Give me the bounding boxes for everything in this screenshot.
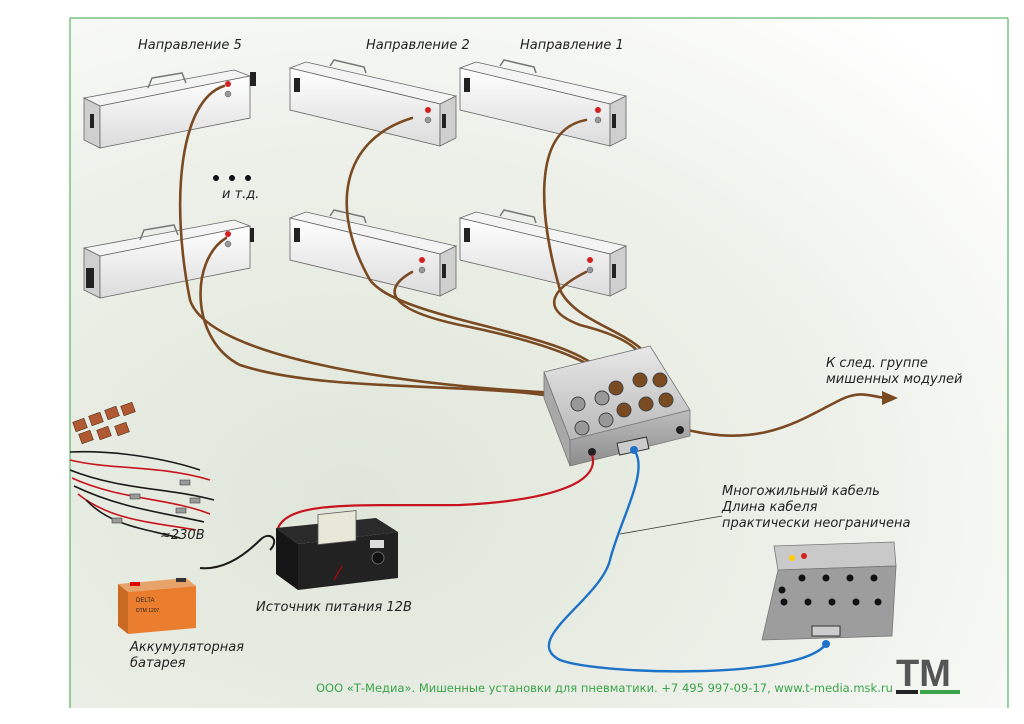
cable-label-leader	[619, 515, 723, 535]
mains-cable	[199, 534, 276, 570]
battery-line-2: батарея	[130, 656, 186, 671]
cable-connectors	[111, 479, 201, 524]
label-multicore-cable: Многожильный кабель Длина кабеля практич…	[722, 484, 910, 532]
label-direction-5: Направление 5	[138, 38, 242, 53]
label-direction-2: Направление 2	[366, 38, 470, 53]
battery-model: DTM 1207	[136, 608, 160, 614]
spare-cables	[69, 450, 215, 539]
next-group-line-1: К след. группе	[826, 356, 928, 371]
target-module-dir1	[458, 59, 628, 147]
target-module-dir4	[82, 219, 254, 299]
label-etc: и т.д.	[222, 187, 260, 202]
footer-contact: ООО «Т-Медиа». Мишенные установки для пн…	[316, 681, 893, 695]
power-supply-unit	[276, 510, 398, 590]
blue-multicore-cable	[547, 449, 827, 673]
arrow-head	[882, 391, 898, 405]
ellipsis-dots	[213, 175, 251, 181]
target-module-dir5	[82, 69, 256, 149]
target-module-dir0	[458, 209, 628, 297]
power-cable	[276, 454, 595, 529]
target-module-dir3	[288, 209, 458, 297]
cable-line-3: практически неограничена	[722, 516, 911, 531]
next-group-line-2: мишенных модулей	[826, 372, 963, 387]
label-battery: Аккумуляторная батарея	[130, 640, 244, 672]
cable-line-2: Длина кабеля	[722, 500, 818, 515]
label-ac-voltage: ≈230В	[160, 528, 205, 543]
target-module-dir2	[288, 59, 458, 147]
spare-target-lamps	[72, 401, 136, 445]
battery-brand: DELTA	[136, 598, 154, 604]
logo-text: TM	[896, 653, 951, 695]
label-direction-1: Направление 1	[520, 38, 624, 53]
label-next-group: К след. группе мишенных модулей	[826, 356, 962, 388]
control-console	[761, 541, 897, 641]
junction-box	[543, 345, 691, 467]
tm-logo: TM	[896, 653, 960, 695]
battery: DELTA DTM 1207	[118, 578, 196, 634]
cable-line-1: Многожильный кабель	[722, 484, 880, 499]
battery-line-1: Аккумуляторная	[130, 640, 244, 655]
label-power-supply: Источник питания 12В	[256, 600, 412, 615]
